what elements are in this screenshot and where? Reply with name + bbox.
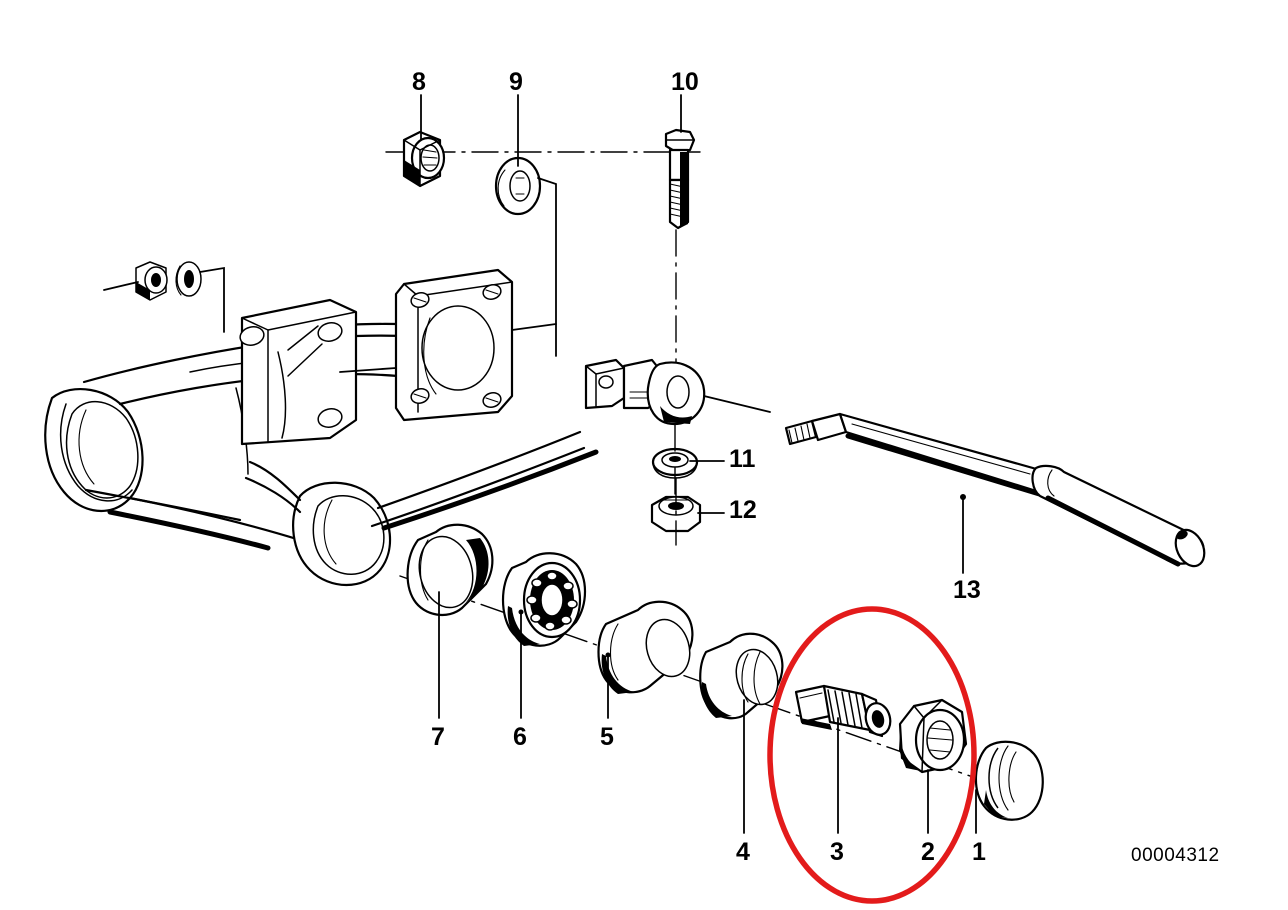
callout-label-7: 7 — [431, 723, 445, 751]
callout-leaders — [420, 94, 977, 834]
part-1-cap — [974, 740, 1044, 821]
diagram-id-label: 00004312 — [1131, 845, 1220, 866]
part-7-seal-ring — [406, 523, 494, 617]
callout-label-12: 12 — [729, 496, 757, 524]
callout-label-11: 11 — [729, 445, 756, 473]
callout-label-8: 8 — [412, 68, 426, 96]
mounting-bracket — [239, 298, 358, 446]
part-12-hex-nut — [650, 477, 702, 546]
part-5-spacer-sleeve — [597, 600, 694, 694]
callout-label-1: 1 — [972, 838, 986, 866]
callout-label-5: 5 — [600, 723, 614, 751]
bearing-balls — [526, 571, 578, 631]
callout-label-13: 13 — [953, 576, 981, 604]
part-13-axle-shaft — [784, 412, 1206, 568]
part-11-lock-washer — [651, 424, 699, 501]
callout-label-2: 2 — [921, 838, 935, 866]
part-9-washer — [494, 156, 557, 357]
part-4-bearing-sleeve — [699, 632, 784, 720]
red-highlight-ellipse — [767, 606, 977, 904]
shaft-thread-lines — [788, 423, 811, 444]
callout-label-3: 3 — [830, 838, 844, 866]
stud-thread-lines — [827, 689, 863, 729]
part-10-hex-bolt — [664, 128, 696, 230]
part-8-hex-flange-nut — [402, 130, 446, 188]
callout-label-4: 4 — [736, 838, 750, 866]
part-6-ball-bearing — [502, 552, 586, 647]
part-nut-washer-pair-left — [103, 261, 225, 333]
callout-label-6: 6 — [513, 723, 527, 751]
callout-label-9: 9 — [509, 68, 523, 96]
part-2-hex-collar-nut — [898, 698, 968, 774]
part-3-threaded-stud-bolt — [794, 684, 892, 738]
knuckle-yoke — [584, 358, 771, 426]
callout-label-10: 10 — [671, 68, 699, 96]
square-flange-plate — [339, 268, 557, 422]
